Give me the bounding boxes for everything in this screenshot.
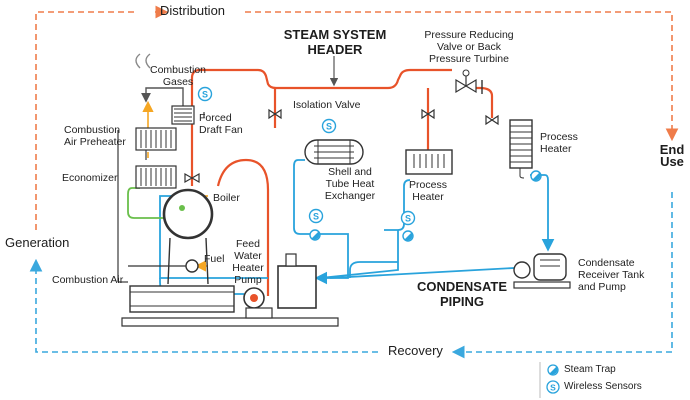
wireless-sensor-1: S (197, 86, 213, 102)
wireless-sensor-4: S (400, 210, 416, 226)
isolation-valve-1 (268, 108, 282, 120)
process-heater-2 (509, 119, 533, 179)
condensate-receiver (513, 253, 571, 289)
economizer (135, 165, 177, 189)
wireless-sensor-2: S (321, 118, 337, 134)
pressure-reducing-valve (455, 69, 483, 94)
recovery-arrow (451, 192, 673, 359)
wireless-sensor-3: S (308, 208, 324, 224)
combustion-air-label: Combustion Air (52, 274, 124, 286)
svg-text:S: S (202, 90, 208, 100)
svg-text:S: S (405, 214, 411, 224)
legend-wireless-sensors-label: Wireless Sensors (564, 381, 642, 392)
shell-tube-heat-exchanger (304, 139, 364, 165)
steam-trap-3 (530, 170, 542, 182)
fuel-burner (128, 259, 199, 273)
isolation-valve-2 (421, 108, 435, 120)
forced-draft-fan (171, 105, 195, 125)
combustion-air-preheater (135, 127, 177, 151)
recovery-label: Recovery (385, 344, 446, 357)
isolation-valve-label: Isolation Valve (293, 99, 361, 111)
generation-label: Generation (5, 235, 70, 250)
svg-text:S: S (326, 122, 332, 132)
legend-steam-trap-label: Steam Trap (564, 364, 616, 375)
distribution-arrow (35, 11, 138, 230)
steam-piping (190, 68, 494, 296)
process-heater-1 (405, 149, 453, 175)
boiler-valve (184, 172, 200, 184)
distribution-label: Distribution (160, 3, 226, 18)
flow-loop (29, 5, 679, 359)
boiler-label: Boiler (213, 192, 240, 204)
boiler (162, 188, 214, 285)
steam-trap-2 (402, 230, 414, 242)
legend-wireless-sensor-icon: S (546, 380, 560, 394)
svg-text:S: S (313, 212, 319, 222)
feed-water-heater-pump (243, 253, 317, 319)
legend: S (539, 362, 560, 398)
economizer-label: Economizer (62, 172, 118, 184)
steam-trap-1 (309, 229, 321, 241)
boiler-furnace (121, 285, 339, 327)
combustion-gas-stack (135, 53, 151, 69)
isolation-valve-3 (485, 114, 499, 126)
fuel-label: Fuel (204, 253, 225, 265)
legend-steam-trap-icon (547, 364, 559, 376)
svg-text:S: S (550, 383, 556, 393)
